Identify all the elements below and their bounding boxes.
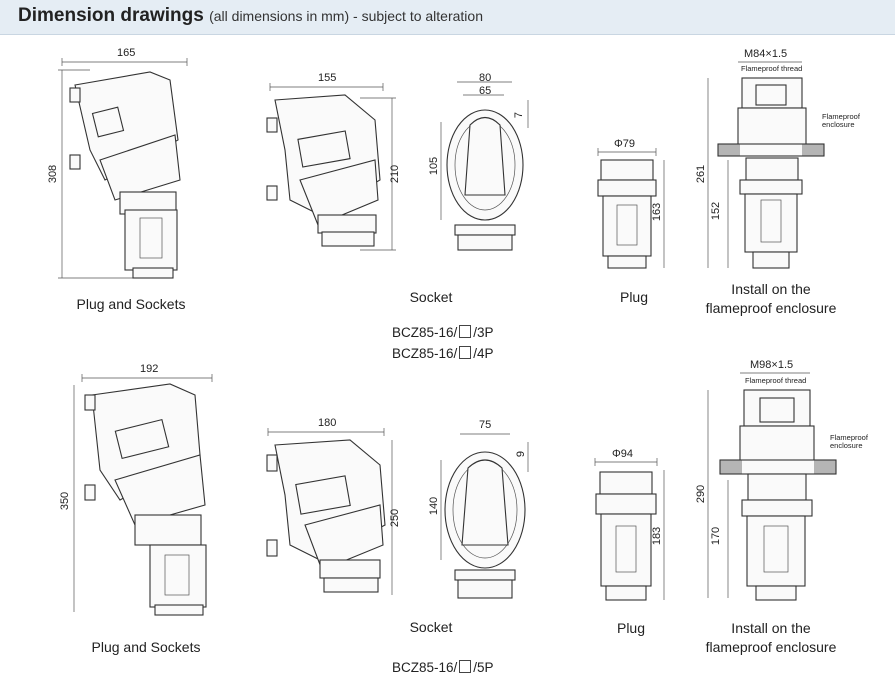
caption-socket-2: Socket [409,619,453,635]
plug-drawing-2 [594,458,665,601]
placeholder-box [459,660,472,673]
dim-body-height-socket-2: 140 [428,496,441,516]
plug-and-sockets-drawing-2 [73,374,213,616]
install-drawing-2 [707,372,837,601]
model-suffix: /5P [473,660,494,675]
model-prefix: BCZ85-16/ [392,660,458,675]
dim-thread-install-1: M84×1.5 [744,48,788,60]
dim-diameter-plug-1: Φ79 [614,138,636,150]
caption-socket-1: Socket [409,289,453,305]
caption-plug-sockets-2: Plug and Sockets [91,639,201,655]
placeholder-box [459,346,472,359]
caption-plug-1: Plug [619,289,649,305]
model-prefix: BCZ85-16/ [392,325,458,340]
enclosure-label-1a: Flameproof [822,112,860,121]
thread-label-install-2: Flameproof thread [745,376,807,385]
dim-lower-height-install-1: 152 [710,201,723,221]
caption-install-1b: flameproof enclosure [705,300,837,316]
caption-install-1a: Install on the [731,281,811,297]
enclosure-label-2a: Flameproof [830,433,868,442]
dim-diameter-plug-2: Φ94 [612,448,634,460]
dim-height-socket-2: 250 [389,508,402,528]
placeholder-box [459,325,472,338]
install-drawing-1 [707,61,825,269]
header-bar: Dimension drawings (all dimensions in mm… [0,0,895,35]
dim-height-plug-sockets-1: 308 [47,164,60,184]
dim-top-width-socket-2: 75 [479,419,492,431]
socket-side-drawing-2 [266,428,393,595]
thread-label-install-1: Flameproof thread [741,64,803,73]
enclosure-label-2b: enclosure [830,441,863,450]
dim-thread-install-2: M98×1.5 [750,359,794,371]
socket-front-drawing-2 [440,433,529,599]
caption-plug-sockets-1: Plug and Sockets [76,296,186,312]
model-label-4p: BCZ85-16/ /4P [392,346,494,361]
dim-small-socket-2: 9 [515,450,528,458]
plug-drawing-1 [597,148,665,269]
dim-height-socket-1: 210 [389,164,402,184]
dim-width-plug-sockets-2: 192 [140,363,159,375]
dim-inner-width-socket-1: 65 [479,85,492,97]
socket-side-drawing-1 [266,83,396,251]
caption-install-2a: Install on the [731,620,811,636]
caption-install-2b: flameproof enclosure [705,639,837,655]
dim-height-plug-2: 183 [651,526,664,546]
model-label-5p: BCZ85-16/ /5P [392,660,494,675]
dim-lower-height-install-2: 170 [710,526,723,546]
model-suffix: /3P [473,325,494,340]
title-text: Dimension drawings [18,5,204,26]
dim-width-socket-2: 180 [318,417,337,429]
page-title: Dimension drawings (all dimensions in mm… [18,5,483,27]
plug-and-sockets-drawing-1 [58,58,188,279]
socket-front-drawing-1 [440,81,529,251]
model-label-3p: BCZ85-16/ /3P [392,325,494,340]
dim-width-socket-1: 155 [318,72,337,84]
dim-height-plug-sockets-2: 350 [59,491,72,511]
model-prefix: BCZ85-16/ [392,346,458,361]
dim-width-plug-sockets-1: 165 [117,47,136,59]
subtitle-text: (all dimensions in mm) - subject to alte… [209,8,483,24]
dim-top-width-socket-1: 80 [479,72,492,84]
dim-body-height-socket-1: 105 [428,156,441,176]
dim-small-socket-1: 7 [513,111,526,119]
model-suffix: /4P [473,346,494,361]
dim-total-height-install-1: 261 [695,164,708,184]
enclosure-label-1b: enclosure [822,120,855,129]
caption-plug-2: Plug [616,620,646,636]
dim-total-height-install-2: 290 [695,484,708,504]
dim-height-plug-1: 163 [651,202,664,222]
